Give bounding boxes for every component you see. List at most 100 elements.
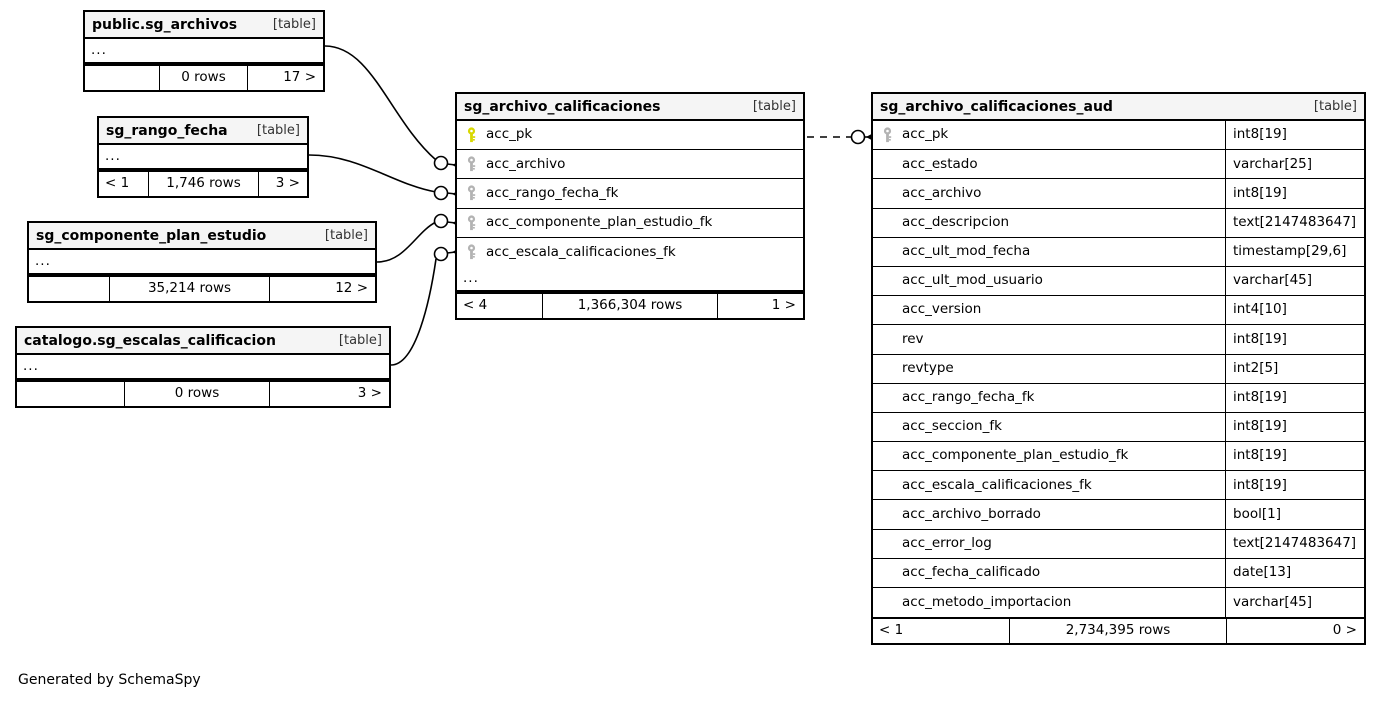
column-row[interactable]: acc_rango_fecha_fk xyxy=(457,179,803,209)
column-name-cell: acc_metodo_importacion xyxy=(873,588,1225,617)
footer-parent-count: < 4 xyxy=(457,293,543,318)
gray-key-icon xyxy=(881,127,894,143)
column-type: timestamp[29,6] xyxy=(1225,237,1364,266)
column-row[interactable]: acc_escala_calificaciones_fk xyxy=(457,238,803,267)
column-type: varchar[45] xyxy=(1225,266,1364,296)
footer-parent-count: < 1 xyxy=(99,172,149,196)
column-name: acc_archivo_borrado xyxy=(902,507,1041,522)
column-row[interactable]: acc_archivo_borrado bool[1] xyxy=(873,500,1364,530)
table-sg_rango_fecha[interactable]: sg_rango_fecha [table] ... < 1 1,746 row… xyxy=(97,116,309,198)
table-title: sg_archivo_calificaciones_aud xyxy=(880,98,1113,115)
column-row[interactable]: acc_pk xyxy=(457,121,803,151)
table-type-tag: [table] xyxy=(338,333,382,348)
column-type: varchar[25] xyxy=(1225,150,1364,179)
column-name-cell: revtype xyxy=(873,355,1225,383)
table-title: sg_componente_plan_estudio xyxy=(36,227,267,244)
column-name-cell: acc_fecha_calificado xyxy=(873,559,1225,587)
columns-ellipsis: ... xyxy=(457,267,803,292)
table-sg_archivo_calificaciones[interactable]: sg_archivo_calificaciones [table] acc_pk… xyxy=(455,92,805,320)
column-type: int8[19] xyxy=(1225,412,1364,442)
column-type: text[2147483647] xyxy=(1225,529,1364,558)
table-sg_archivo_calificaciones_aud[interactable]: sg_archivo_calificaciones_aud [table] ac… xyxy=(871,92,1366,646)
footer-row-count: 1,366,304 rows xyxy=(543,293,718,318)
footer-child-count: 1 > xyxy=(771,297,796,314)
column-name: acc_seccion_fk xyxy=(902,420,1002,434)
column-name-cell: acc_componente_plan_estudio_fk xyxy=(457,209,803,237)
table-sg_componente_plan_estudio[interactable]: sg_componente_plan_estudio [table] ... 3… xyxy=(27,221,377,303)
column-name: acc_fecha_calificado xyxy=(902,566,1041,580)
table-type-tag: [table] xyxy=(1313,99,1357,114)
table-header: public.sg_archivos [table] xyxy=(85,12,323,39)
column-name: acc_escala_calificaciones_fk xyxy=(902,478,1092,493)
column-name: acc_pk xyxy=(486,128,533,142)
column-name: acc_metodo_importacion xyxy=(902,595,1072,610)
table-title: sg_archivo_calificaciones xyxy=(464,98,661,115)
table-footer: 0 rows 3 > xyxy=(17,380,389,406)
table-public-sg_archivos[interactable]: public.sg_archivos [table] ... 0 rows 17… xyxy=(83,10,325,92)
column-row[interactable]: acc_componente_plan_estudio_fk xyxy=(457,209,803,238)
column-row[interactable]: acc_seccion_fk int8[19] xyxy=(873,412,1364,443)
column-name-cell: acc_version xyxy=(873,296,1225,324)
footer-row-count: 0 rows xyxy=(125,382,270,406)
column-name-cell: acc_archivo xyxy=(873,179,1225,207)
table-header: sg_rango_fecha [table] xyxy=(99,118,307,145)
column-name: acc_archivo xyxy=(902,186,982,201)
footer-row-count: 1,746 rows xyxy=(149,172,259,196)
table-catalogo-sg_escalas_calificacion[interactable]: catalogo.sg_escalas_calificacion [table]… xyxy=(15,326,391,408)
column-name: acc_componente_plan_estudio_fk xyxy=(486,215,713,230)
column-name: acc_ult_mod_usuario xyxy=(902,274,1043,288)
column-row[interactable]: acc_archivo xyxy=(457,150,803,180)
footer-parent-count xyxy=(29,277,110,301)
column-type: int8[19] xyxy=(1225,121,1364,150)
column-name: acc_rango_fecha_fk xyxy=(902,391,1035,405)
table-footer: < 1 2,734,395 rows 0 > xyxy=(873,617,1364,644)
footer-row-count: 2,734,395 rows xyxy=(1010,619,1227,644)
column-row[interactable]: acc_estado varchar[25] xyxy=(873,150,1364,180)
column-type: text[2147483647] xyxy=(1225,208,1364,237)
edge-sg_archivos-to-acc_archivo xyxy=(324,45,466,172)
table-type-tag: [table] xyxy=(324,228,368,243)
yellow-key-icon xyxy=(465,127,478,143)
column-name-cell: acc_archivo xyxy=(457,150,803,178)
table-footer: 35,214 rows 12 > xyxy=(29,275,375,301)
edge-acc_pk-to-aud-acc_pk xyxy=(807,129,879,145)
table-header: sg_componente_plan_estudio [table] xyxy=(29,223,375,250)
column-type: int8[19] xyxy=(1225,179,1364,208)
column-name-cell: acc_archivo_borrado xyxy=(873,500,1225,528)
footer-parent-count xyxy=(17,382,125,406)
columns-ellipsis: ... xyxy=(29,250,375,275)
column-row[interactable]: acc_archivo int8[19] xyxy=(873,179,1364,209)
column-name: acc_escala_calificaciones_fk xyxy=(486,245,676,260)
gray-key-icon xyxy=(465,156,478,172)
columns-ellipsis: ... xyxy=(85,39,323,64)
column-row[interactable]: acc_ult_mod_fecha timestamp[29,6] xyxy=(873,237,1364,267)
column-type: bool[1] xyxy=(1225,500,1364,529)
column-name-cell: acc_ult_mod_usuario xyxy=(873,267,1225,295)
column-name: acc_estado xyxy=(902,157,978,172)
column-row[interactable]: acc_ult_mod_usuario varchar[45] xyxy=(873,266,1364,297)
table-type-tag: [table] xyxy=(256,123,300,138)
column-name-cell: acc_rango_fecha_fk xyxy=(457,179,803,207)
edge-sg_rango_fecha-to-acc_rango_fecha_fk xyxy=(308,154,466,201)
column-list: acc_pk acc_archivo acc_rango_fecha_fk acc_c… xyxy=(457,121,803,267)
column-type: int8[19] xyxy=(1225,383,1364,412)
column-name: acc_ult_mod_fecha xyxy=(902,245,1031,259)
column-name: rev xyxy=(902,332,924,347)
column-row[interactable]: acc_rango_fecha_fk int8[19] xyxy=(873,383,1364,413)
table-header: sg_archivo_calificaciones [table] xyxy=(457,94,803,121)
column-name: acc_rango_fecha_fk xyxy=(486,186,619,201)
gray-key-icon xyxy=(465,215,478,231)
columns-ellipsis: ... xyxy=(99,145,307,170)
table-header: sg_archivo_calificaciones_aud [table] xyxy=(873,94,1364,121)
